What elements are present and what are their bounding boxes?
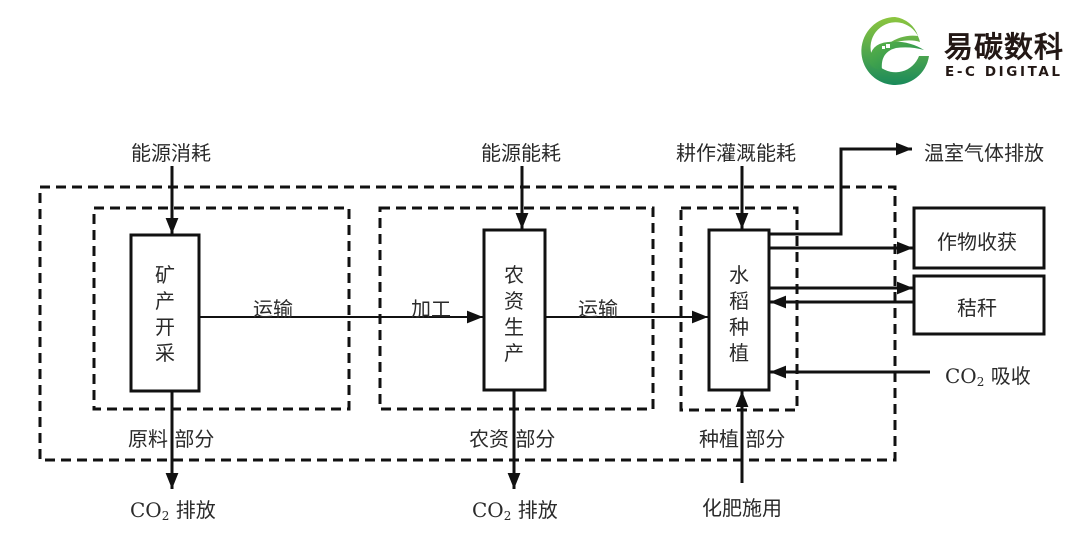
greenhouse-gas-arrow bbox=[769, 142, 912, 236]
irrigation-energy-label: 耕作灌溉能耗 bbox=[676, 141, 796, 165]
energy-consumption-label: 能源消耗 bbox=[131, 141, 211, 165]
company-logo: 易碳数科 E-C DIGITAL bbox=[858, 14, 1078, 88]
mining-label: 矿 产 开 采 bbox=[155, 263, 175, 365]
rice-planting-label: 水 稻 种 植 bbox=[729, 263, 749, 365]
greenhouse-gas-label: 温室气体排放 bbox=[924, 141, 1044, 165]
harvest-label: 作物收获 bbox=[937, 230, 1017, 254]
co2-absorb-label: CO2 吸收 bbox=[945, 364, 1031, 389]
logo-name-en: E-C DIGITAL bbox=[945, 64, 1063, 80]
transport-label-1: 运输 bbox=[253, 297, 293, 321]
agri-input-label: 农 资 生 产 bbox=[504, 263, 524, 365]
raw-section-boundary bbox=[92, 206, 351, 411]
e-leaf-logo-icon bbox=[861, 17, 929, 85]
harvest-box bbox=[912, 206, 1046, 270]
transport-label-2: 运输 bbox=[578, 297, 618, 321]
straw-label: 秸秆 bbox=[957, 296, 997, 320]
agri-input-box bbox=[482, 228, 547, 392]
energy-use-label: 能源能耗 bbox=[481, 141, 561, 165]
rice-planting-box bbox=[707, 228, 771, 392]
raw-section-label: 原料 部分 bbox=[128, 427, 215, 451]
planting-section-boundary bbox=[679, 206, 799, 412]
planting-section-label: 种植 部分 bbox=[699, 427, 786, 451]
agri-section-boundary bbox=[378, 206, 655, 411]
straw-box bbox=[912, 274, 1046, 336]
system-boundary bbox=[38, 185, 897, 462]
agri-section-label: 农资 部分 bbox=[469, 427, 556, 451]
processing-label: 加工 bbox=[411, 297, 451, 321]
logo-name-cn: 易碳数科 bbox=[944, 30, 1065, 64]
mining-box bbox=[129, 233, 201, 393]
co2-emission-label-2: CO2 排放 bbox=[472, 498, 558, 523]
fertilizer-label: 化肥施用 bbox=[702, 496, 782, 520]
co2-emission-label-1: CO2 排放 bbox=[130, 498, 216, 523]
